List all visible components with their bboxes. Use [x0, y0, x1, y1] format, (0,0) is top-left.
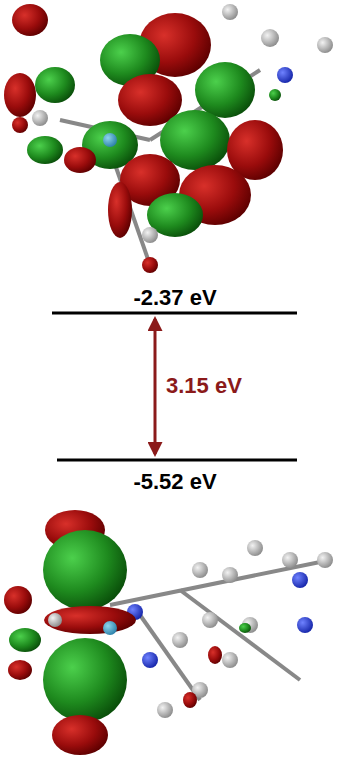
carbon-atom: [202, 612, 218, 628]
lumo-orbital: [4, 4, 333, 273]
nitrogen-atom: [277, 67, 293, 83]
carbon-atom: [247, 540, 263, 556]
gap-label: 3.15 eV: [166, 374, 242, 398]
gap-arrow: [154, 319, 157, 454]
bond: [180, 590, 300, 680]
orbital-lobe: [8, 660, 32, 680]
carbon-atom: [222, 567, 238, 583]
nitrogen-atom: [142, 652, 158, 668]
oxygen-atom: [142, 257, 158, 273]
carbon-atom: [157, 702, 173, 718]
orbital-lobe: [239, 623, 251, 633]
energy-label: -2.37 eV: [133, 286, 216, 310]
orbital-lobe: [27, 136, 63, 164]
lumo-level: [52, 312, 297, 315]
metal-atom: [103, 133, 117, 147]
orbital-lobe: [195, 62, 255, 118]
orbital-lobe: [183, 692, 197, 708]
carbon-atom: [317, 37, 333, 53]
orbital-lobe: [108, 182, 132, 238]
carbon-atom: [317, 552, 333, 568]
orbital-lobe: [160, 110, 230, 170]
orbital-lobe: [4, 73, 36, 117]
carbon-atom: [32, 110, 48, 126]
carbon-atom: [261, 29, 279, 47]
carbon-atom: [172, 632, 188, 648]
orbital-lobe: [12, 4, 48, 36]
oxygen-atom: [12, 117, 28, 133]
carbon-atom: [48, 613, 62, 627]
homo-level: [57, 459, 297, 462]
orbital-lobe: [9, 628, 41, 652]
bond: [110, 560, 330, 605]
energy-label: -5.52 eV: [133, 470, 216, 494]
orbital-lobe: [43, 638, 127, 722]
orbital-lobe: [44, 606, 136, 634]
homo-orbital: [4, 510, 333, 755]
orbital-lobe: [208, 646, 222, 664]
bond: [140, 615, 200, 700]
orbital-lobe: [4, 586, 32, 614]
orbital-lobe: [269, 89, 281, 101]
carbon-atom: [222, 652, 238, 668]
orbital-lobe: [43, 530, 127, 610]
metal-atom: [103, 621, 117, 635]
nitrogen-atom: [297, 617, 313, 633]
carbon-atom: [222, 4, 238, 20]
carbon-atom: [192, 562, 208, 578]
orbital-lobe: [35, 67, 75, 103]
nitrogen-atom: [292, 572, 308, 588]
orbital-lobe: [52, 715, 108, 755]
carbon-atom: [282, 552, 298, 568]
carbon-atom: [142, 227, 158, 243]
orbital-lobe: [64, 147, 96, 173]
